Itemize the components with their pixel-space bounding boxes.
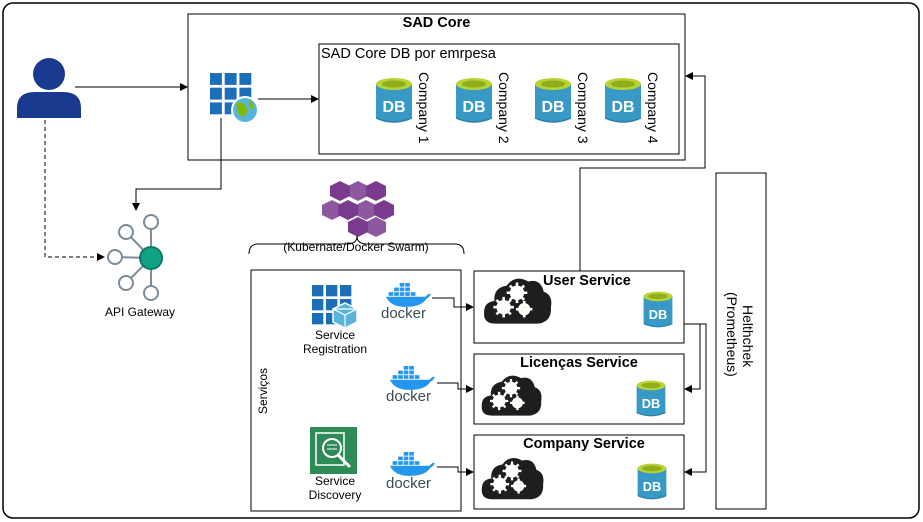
service-discovery-label-2: Discovery (308, 488, 362, 502)
company-db-2-icon (455, 77, 493, 123)
user-icon (17, 58, 81, 118)
docker-text-1: docker (381, 305, 427, 322)
healthcheck-label-2: (Prometheus) (724, 292, 740, 377)
healthcheck-box (715, 172, 767, 510)
company-4-label: Company 4 (645, 72, 661, 144)
licencas-service-db-icon (635, 380, 667, 417)
company-1-label: Company 1 (416, 72, 432, 144)
web-app-icon (210, 73, 259, 124)
company-3-label: Company 3 (575, 72, 591, 144)
service-registration-label-1: Service (314, 328, 355, 342)
orchestrator-brace (248, 235, 465, 255)
services-panel-title: Serviços (256, 367, 270, 414)
company-db-3-icon (534, 77, 572, 123)
service-discovery-icon (310, 427, 357, 474)
company-db-1-icon (375, 77, 413, 123)
docker-text-3: docker (386, 475, 432, 492)
sad-core-title: SAD Core (402, 15, 471, 31)
service-registration-icon (312, 285, 358, 329)
docker-text-2: docker (386, 388, 432, 405)
user-service-db-icon (642, 291, 674, 328)
connectors (44, 72, 707, 476)
service-registration-label-2: Registration (302, 342, 368, 356)
licencas-service-title: Licenças Service (520, 355, 638, 371)
api-gateway-label: API Gateway (104, 305, 176, 319)
api-gateway-icon (107, 214, 163, 301)
orchestrator-label: (Kubernate/Docker Swarm) (283, 240, 429, 254)
company-service-title: Company Service (523, 436, 645, 452)
service-discovery-label-1: Service (314, 474, 355, 488)
sad-core-db-title: SAD Core DB por emrpesa (321, 46, 496, 62)
user-service-title: User Service (543, 273, 631, 289)
company-db-4-icon (604, 77, 642, 123)
kubernetes-cluster-icon (322, 181, 394, 237)
healthcheck-label-1: Helthchek (740, 305, 756, 368)
company-service-db-icon (636, 463, 668, 500)
company-2-label: Company 2 (496, 72, 512, 144)
